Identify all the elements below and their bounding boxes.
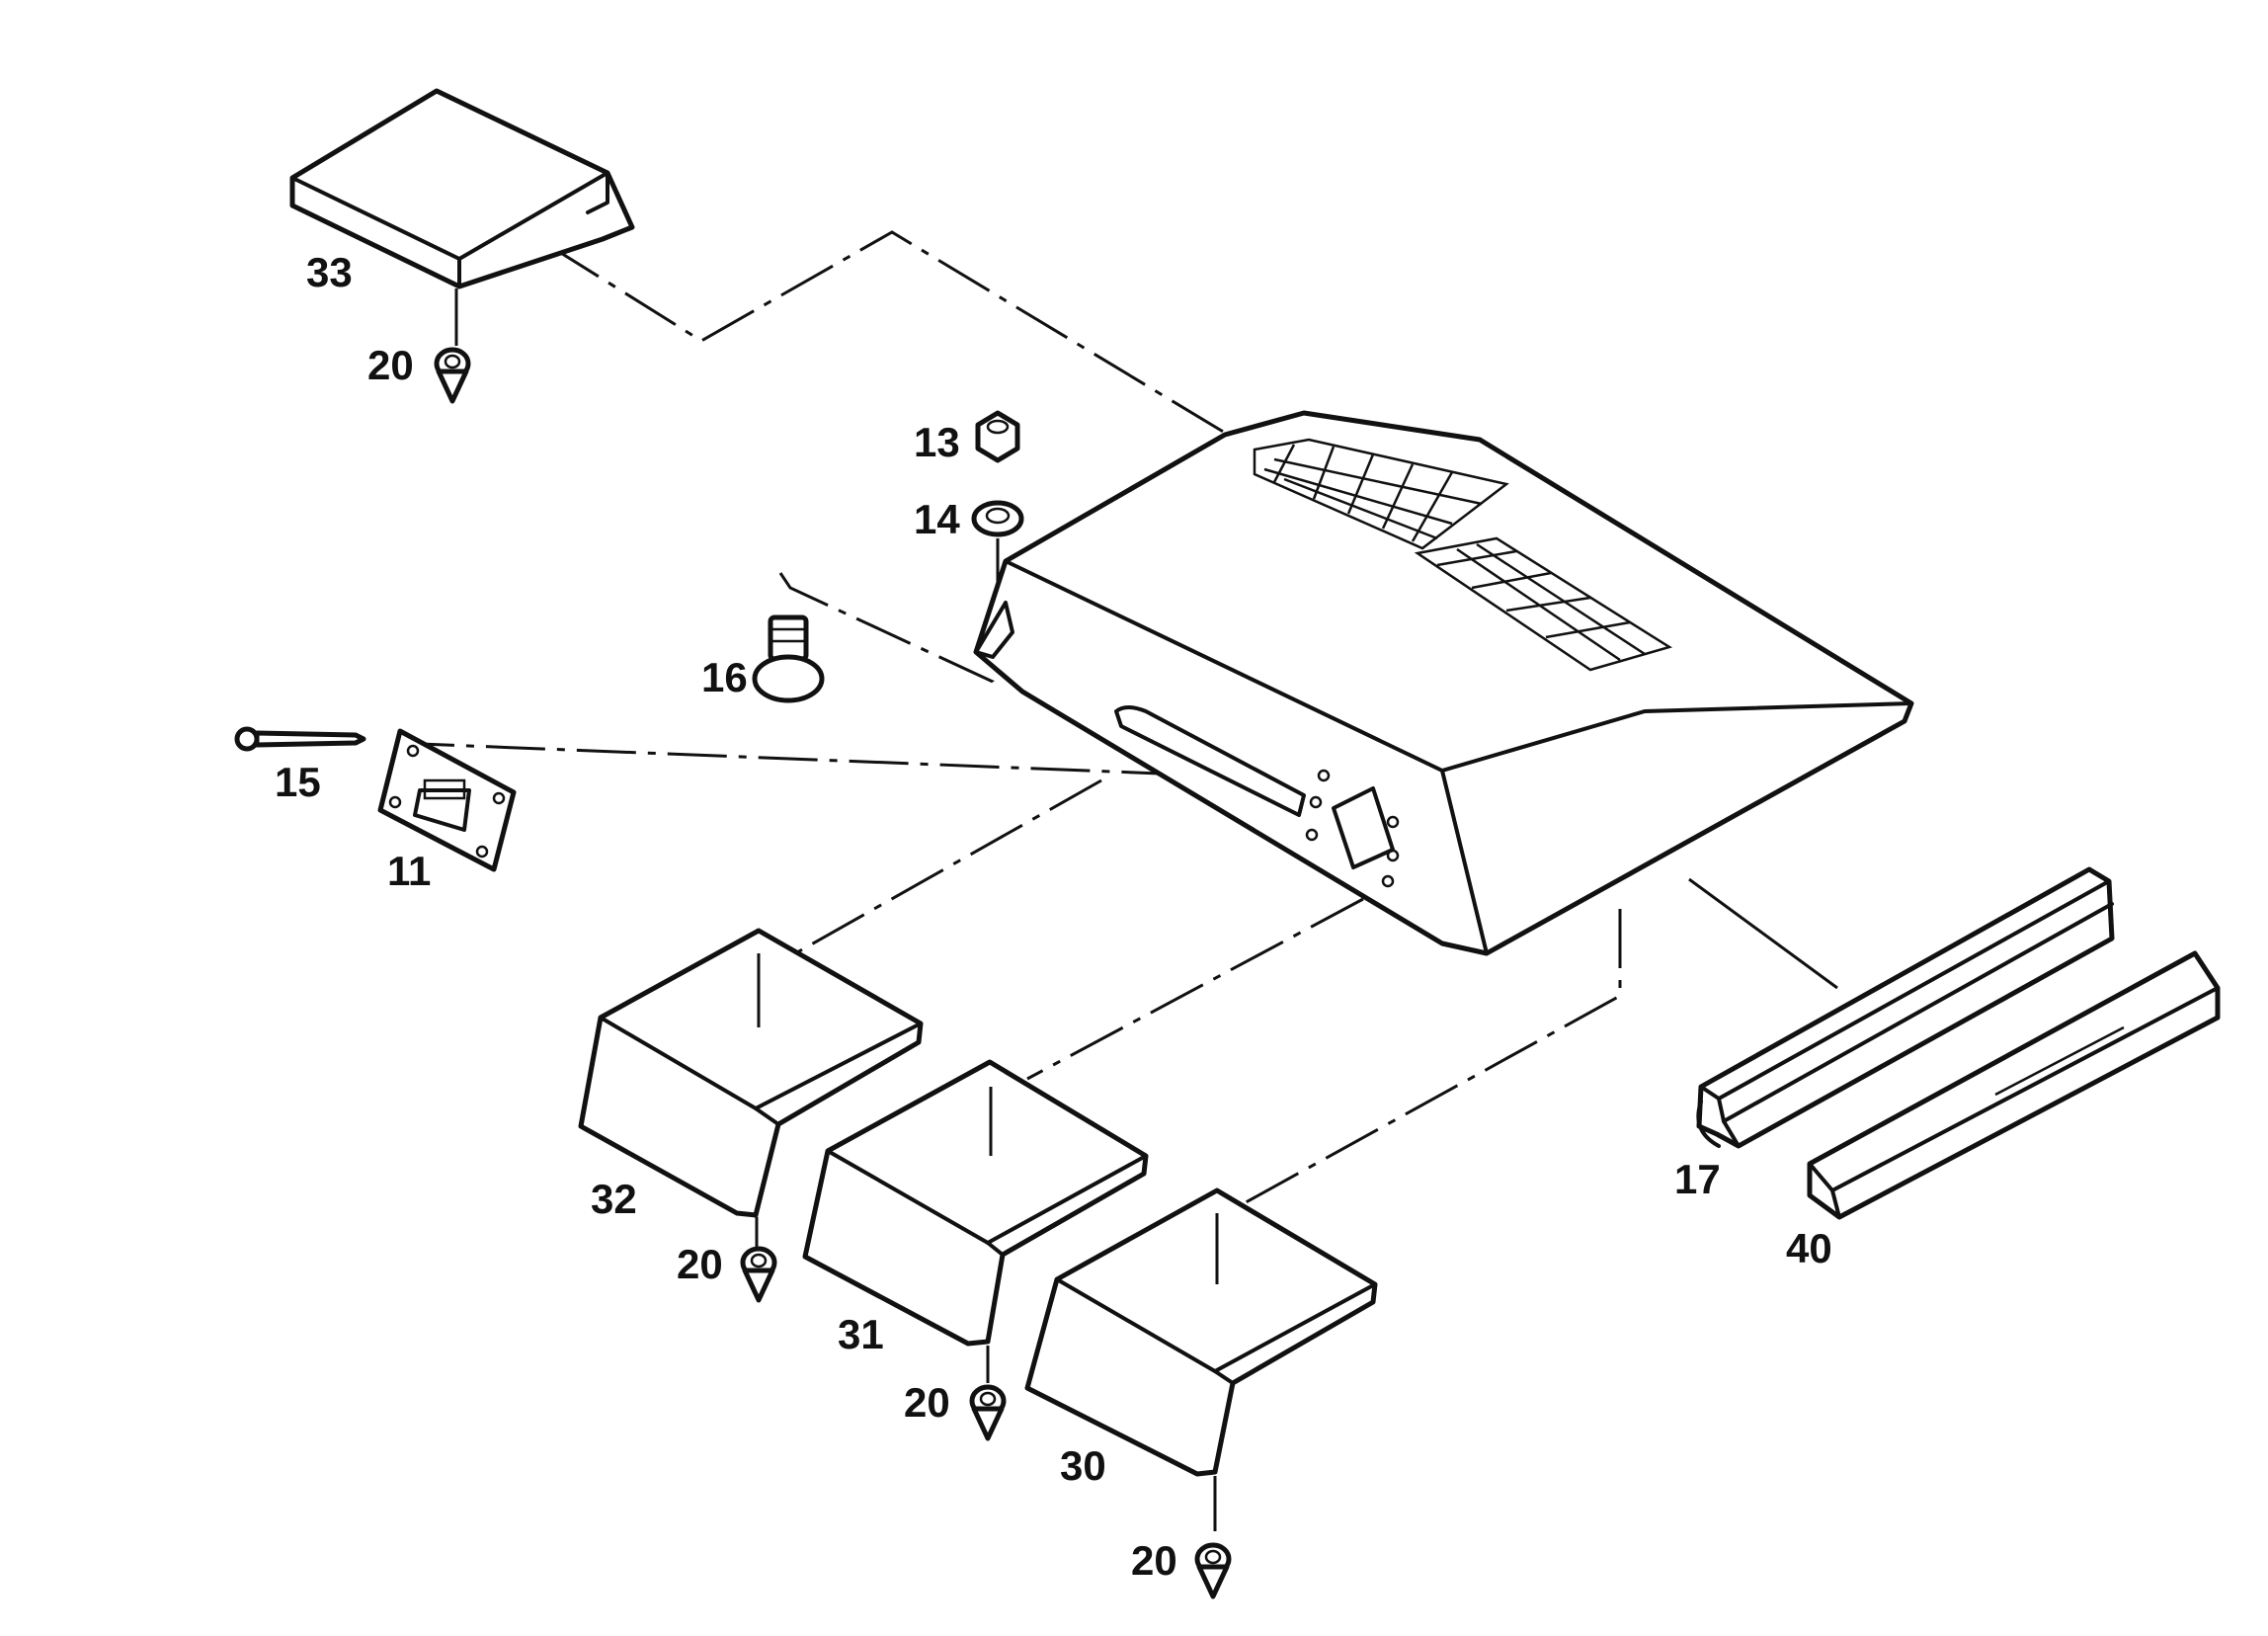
callout-31: 31 (838, 1311, 884, 1357)
part-33-cover-panel (289, 88, 635, 346)
part-16-plug (752, 614, 825, 703)
part-20-push-pin-c (969, 1384, 1007, 1441)
callout-20-b: 20 (677, 1241, 723, 1287)
callout-11: 11 (387, 848, 431, 894)
callout-20-c: 20 (904, 1379, 950, 1426)
callout-32: 32 (591, 1176, 637, 1222)
callout-30: 30 (1060, 1442, 1106, 1489)
callout-labels: 33 20 13 14 16 15 11 32 20 31 20 30 20 1… (275, 249, 1832, 1584)
callout-40: 40 (1786, 1225, 1832, 1271)
part-20-push-pin-a (434, 347, 471, 404)
leader-17 (1688, 877, 1838, 990)
part-15-screw (234, 726, 366, 752)
leader-16 (778, 572, 995, 692)
housing-latch-window (1305, 769, 1400, 888)
part-40-foam-bar (1807, 950, 2221, 1220)
main-housing (973, 410, 1914, 956)
callout-14: 14 (914, 496, 960, 542)
part-14-washer (971, 500, 1024, 537)
part-32-side-panel (578, 928, 924, 1255)
callout-33: 33 (306, 249, 353, 295)
callout-13: 13 (914, 419, 960, 465)
callout-15: 15 (275, 759, 321, 805)
vent-grille-upper (1253, 438, 1509, 550)
callout-20-d: 20 (1131, 1537, 1177, 1584)
part-20-push-pin-b (740, 1246, 777, 1303)
leader-31 (1026, 897, 1364, 1081)
part-17-seal-strip (1696, 866, 2115, 1149)
leader-33 (547, 230, 1226, 435)
callout-20-a: 20 (367, 342, 414, 388)
callout-16: 16 (701, 654, 748, 700)
part-31-side-panel (802, 1059, 1149, 1383)
leader-32 (789, 778, 1102, 958)
part-30-side-panel (1024, 1187, 1378, 1531)
part-13-nut (975, 410, 1020, 463)
housing-handle (1114, 705, 1306, 817)
callout-17: 17 (1674, 1156, 1721, 1202)
vent-grille-lower (1414, 536, 1673, 672)
part-20-push-pin-d (1194, 1542, 1232, 1599)
leader-30 (1229, 909, 1622, 1213)
part-11-latch-plate (377, 728, 517, 872)
